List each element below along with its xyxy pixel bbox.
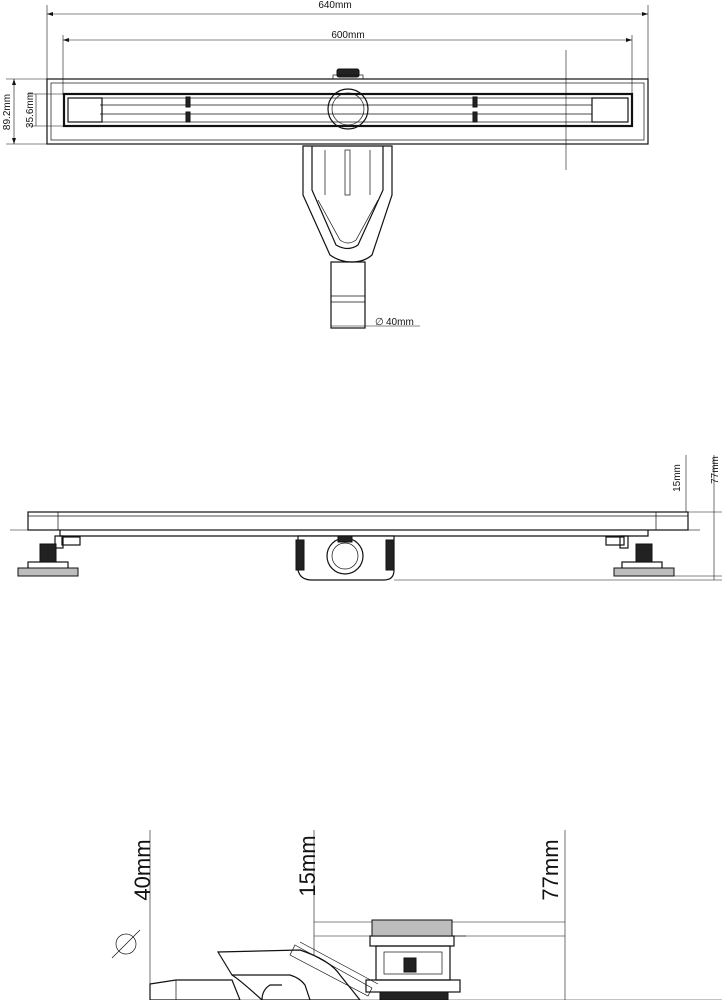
dim-front-grate-height: 15mm: [672, 464, 683, 492]
dim-overall-width: 89.2mm: [2, 94, 13, 130]
front-view: 15mm 77mm: [10, 455, 722, 581]
side-grate-top: [369, 935, 455, 947]
right-adjustable-foot: [613, 567, 675, 577]
side-view: 40mm 15mm 77mm ∅: [111, 830, 722, 1000]
dim-overall-length: 640mm: [318, 0, 351, 11]
diameter-symbol-icon: [115, 933, 137, 955]
front-trap: [297, 535, 395, 581]
outlet-pipe: [330, 261, 366, 329]
front-grate: [27, 511, 689, 531]
outlet-body: [302, 145, 393, 263]
dim-grate-length: 600mm: [331, 30, 364, 41]
side-outlet-pipe: [149, 979, 241, 1000]
dim-front-total-height: 77mm: [710, 456, 721, 484]
top-view: 640mm 600mm 89.2mm: [2, 0, 649, 329]
dim-side-total-height: 77mm: [538, 839, 563, 900]
dim-outlet-diameter: 40mm: [386, 317, 414, 328]
left-adjustable-foot: [17, 567, 79, 577]
grate-outline: [62, 92, 634, 128]
dim-side-outlet-height: 40mm: [130, 839, 155, 900]
dim-outlet-diameter-symbol: ∅: [375, 317, 384, 328]
dim-channel-width: 35.6mm: [25, 92, 36, 128]
outlet-ring: [327, 88, 369, 130]
dim-side-grate-height: 15mm: [295, 835, 320, 896]
